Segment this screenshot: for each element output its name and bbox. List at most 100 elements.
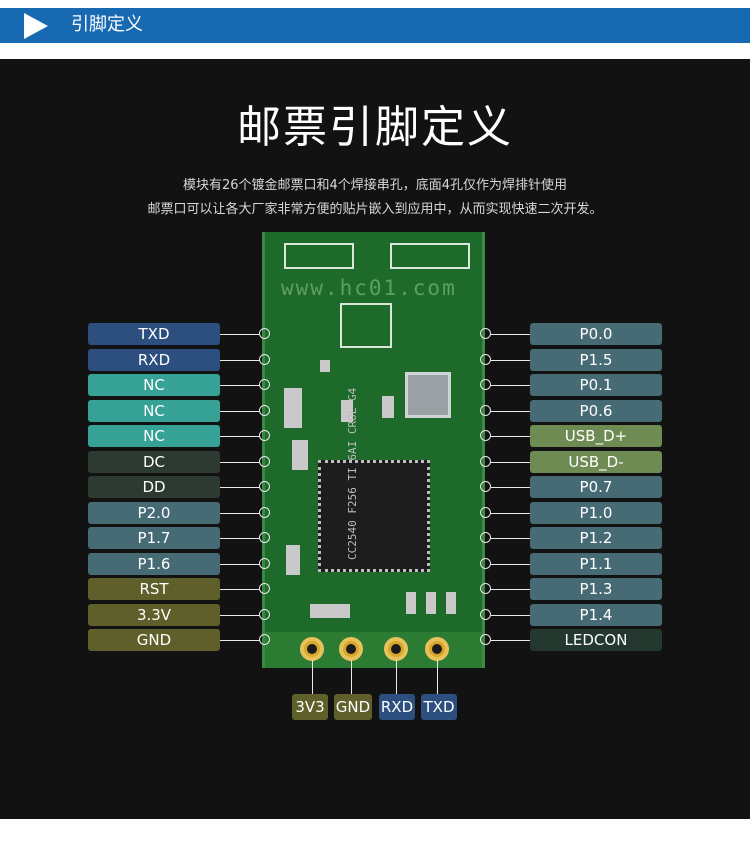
pin-pad-marker (480, 328, 491, 339)
pin-label-right: P1.5 (530, 348, 662, 371)
pin-label-left: NC (88, 374, 220, 396)
pin-connector-line (312, 660, 313, 694)
smd-pad (310, 604, 350, 618)
pin-pad-marker (480, 481, 491, 492)
pin-pad-marker (480, 379, 491, 390)
board-bottom-edge (265, 632, 482, 668)
pin-connector-line (490, 334, 530, 335)
play-arrow-icon (24, 13, 48, 39)
pin-connector-line (490, 410, 530, 412)
pin-label-right: P0.1 (530, 374, 662, 396)
pin-connector-line (490, 640, 530, 641)
section-header-title: 引脚定义 (71, 14, 143, 35)
pin-pad-marker (259, 404, 270, 416)
pin-connector-line (220, 487, 260, 488)
solder-hole (384, 637, 408, 661)
smd-pad (286, 545, 300, 575)
pin-pad-marker (480, 455, 491, 467)
pin-label-left: RXD (88, 348, 220, 371)
pin-pad-marker (259, 430, 270, 441)
pin-label-right: P0.7 (530, 476, 662, 498)
pin-connector-line (490, 385, 530, 386)
pin-connector-line (220, 640, 260, 641)
chip-marking: CC2540 F256 TI 6AI CROL G4 (346, 387, 359, 560)
pin-label-bottom: RXD (379, 694, 415, 720)
pin-label-left: P1.7 (88, 527, 220, 549)
pin-pad-marker (259, 532, 270, 543)
pin-pad-marker (480, 557, 491, 569)
pin-label-right: P1.4 (530, 603, 662, 626)
pin-pad-marker (480, 608, 491, 620)
pin-pad-marker (480, 532, 491, 543)
board-silkscreen-url: www.hc01.com (281, 276, 457, 300)
pin-pad-marker (259, 506, 270, 518)
pin-connector-line (490, 512, 530, 514)
pin-label-right: P0.6 (530, 399, 662, 422)
pin-connector-line (220, 614, 260, 616)
pin-connector-line (220, 589, 260, 590)
pinout-title: 邮票引脚定义 (237, 102, 513, 153)
pin-connector-line (220, 385, 260, 386)
pin-connector-line (490, 436, 530, 437)
pin-label-left: DD (88, 476, 220, 498)
pinout-description-line-2: 邮票口可以让各大厂家非常方便的贴片嵌入到应用中，从而实现快速二次开发。 (147, 202, 603, 217)
pin-pad-marker (480, 353, 491, 365)
pin-connector-line (220, 563, 260, 565)
pin-label-right: USB_D- (530, 450, 662, 473)
pin-connector-line (490, 563, 530, 565)
pin-pad-marker (259, 481, 270, 492)
pin-connector-line (437, 660, 438, 694)
smd-pad (446, 592, 456, 614)
smd-pad (292, 440, 308, 470)
pin-connector-line (220, 359, 260, 361)
pin-connector-line (396, 660, 397, 694)
pin-label-right: P0.0 (530, 323, 662, 345)
main-chip (318, 460, 430, 572)
pin-connector-line (490, 359, 530, 361)
pin-pad-marker (259, 557, 270, 569)
pin-pad-marker (259, 328, 270, 339)
pin-pad-marker (259, 608, 270, 620)
smd-pad (406, 592, 416, 614)
section-header-banner: 引脚定义 (0, 8, 750, 43)
pin-connector-line (490, 538, 530, 539)
silkscreen-outline (390, 243, 470, 269)
pin-connector-line (220, 436, 260, 437)
pin-pad-marker (480, 430, 491, 441)
pin-connector-line (351, 660, 352, 694)
smd-pad (341, 400, 353, 422)
smd-pad (382, 396, 394, 418)
pin-connector-line (220, 461, 260, 463)
pin-pad-marker (480, 583, 491, 594)
pin-label-right: P1.1 (530, 552, 662, 575)
pin-connector-line (220, 334, 260, 335)
silkscreen-outline (284, 243, 354, 269)
silkscreen-outline (340, 303, 392, 348)
pin-label-right: USB_D+ (530, 425, 662, 447)
pin-label-left: P1.6 (88, 552, 220, 575)
smd-pad (284, 388, 302, 428)
pin-label-left: GND (88, 629, 220, 651)
pin-connector-line (490, 589, 530, 590)
pin-label-left: TXD (88, 323, 220, 345)
pin-pad-marker (259, 379, 270, 390)
pin-pad-marker (259, 353, 270, 365)
pin-pad-marker (480, 634, 491, 645)
pin-label-left: P2.0 (88, 501, 220, 524)
pin-pad-marker (259, 634, 270, 645)
pin-pad-marker (480, 404, 491, 416)
pin-label-bottom: GND (334, 694, 372, 720)
pin-connector-line (490, 487, 530, 488)
pin-label-bottom: TXD (421, 694, 457, 720)
pin-label-left: NC (88, 399, 220, 422)
smd-pad (320, 360, 330, 372)
pin-connector-line (220, 538, 260, 539)
pin-label-left: NC (88, 425, 220, 447)
pin-label-right: LEDCON (530, 629, 662, 651)
pin-pad-marker (480, 506, 491, 518)
solder-hole (339, 637, 363, 661)
pin-connector-line (490, 461, 530, 463)
pin-connector-line (220, 410, 260, 412)
pinout-description-line-1: 模块有26个镀金邮票口和4个焊接串孔，底面4孔仅作为焊排针使用 (182, 178, 568, 193)
crystal-oscillator (405, 372, 451, 418)
